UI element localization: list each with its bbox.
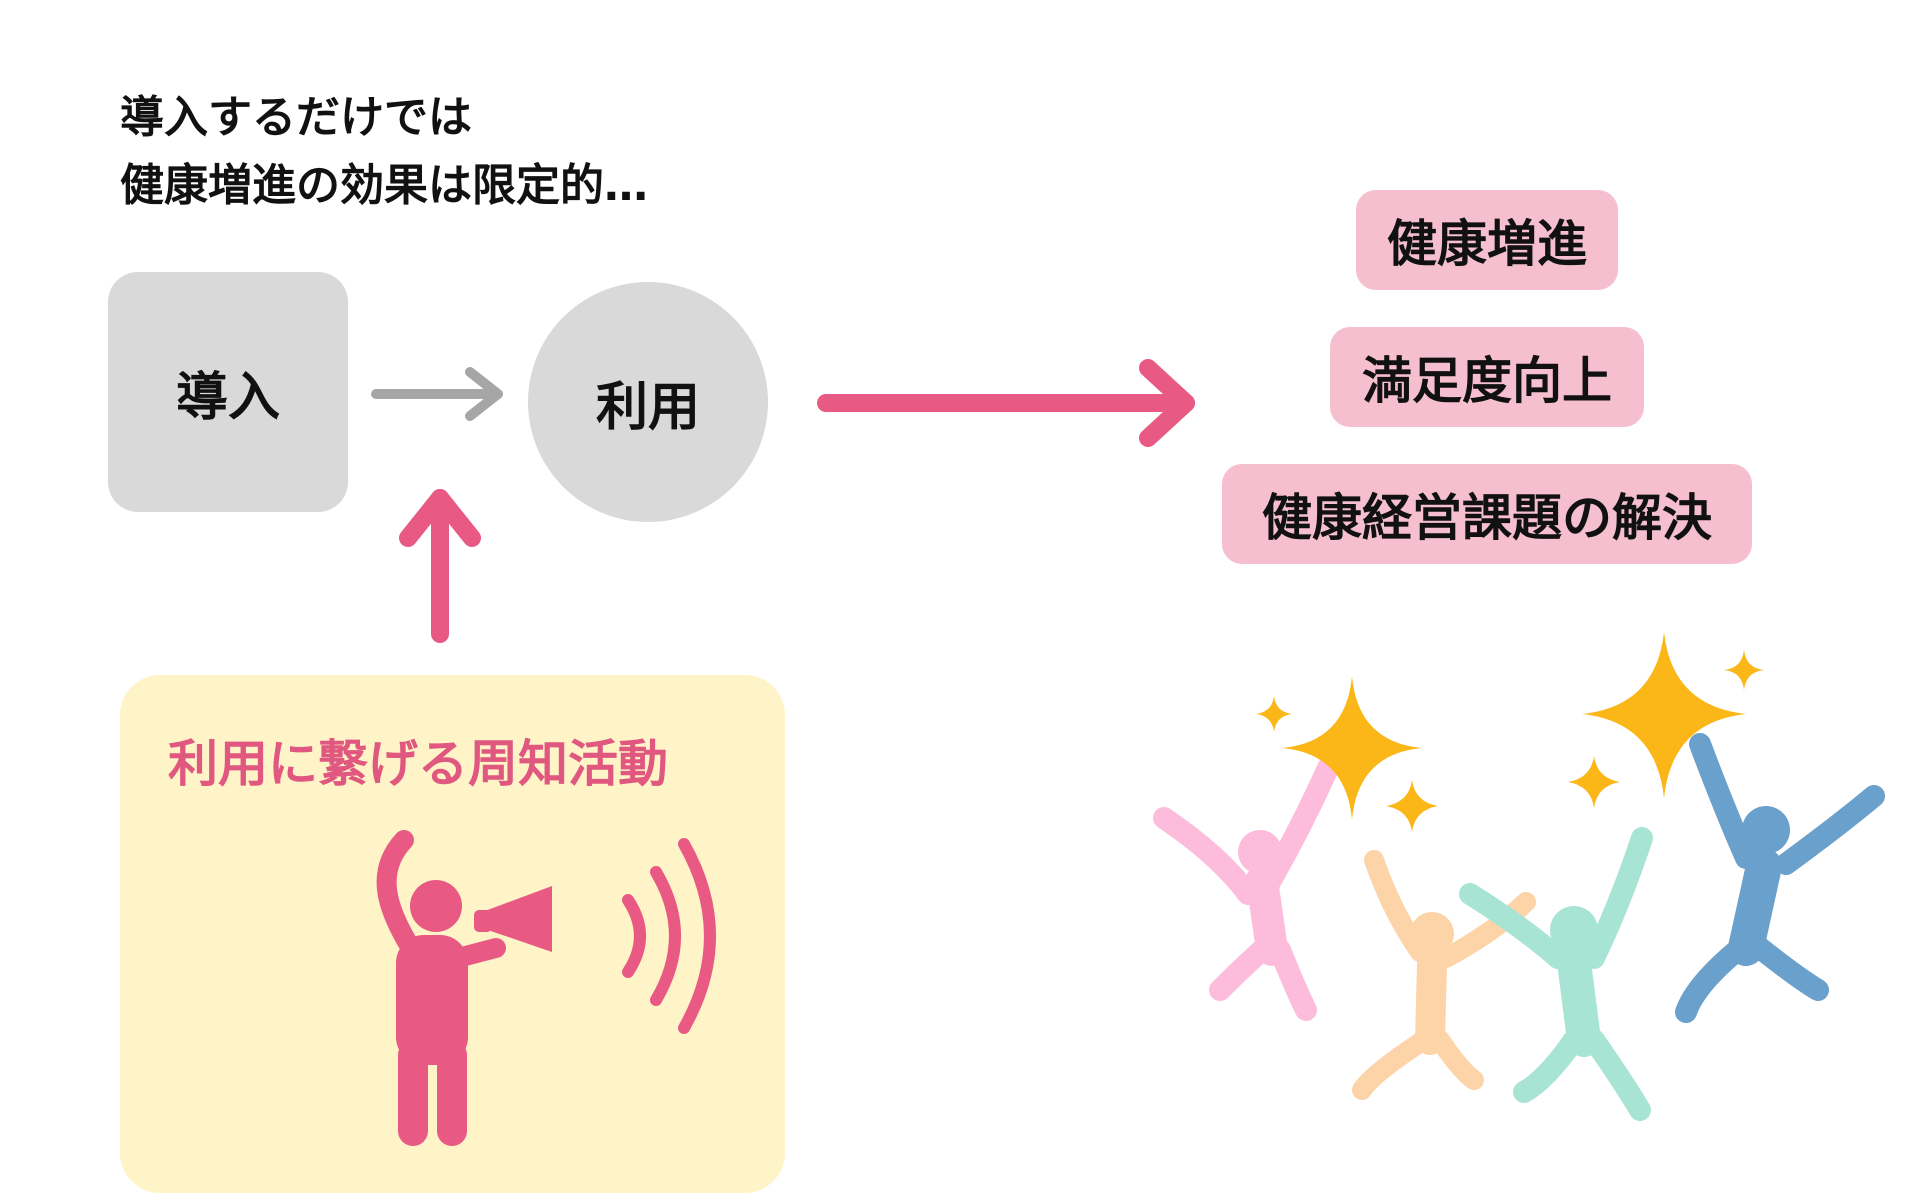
intro-box: 導入 xyxy=(108,272,348,512)
intro-note-line2: 健康増進の効果は限定的… xyxy=(120,160,648,211)
outcome-label: 満足度向上 xyxy=(1362,352,1612,410)
outcome-health-management: 健康経営課題の解決 xyxy=(1222,464,1752,564)
outcome-label: 健康増進 xyxy=(1387,215,1587,273)
sound-waves-icon xyxy=(622,838,716,1034)
intro-note: 導入するだけでは 健康増進の効果は限定的… xyxy=(120,84,648,220)
use-circle-label: 利用 xyxy=(595,377,700,438)
sparkle-icon xyxy=(1256,632,1764,832)
outcome-satisfaction: 満足度向上 xyxy=(1330,327,1644,427)
person-peach-icon xyxy=(1352,850,1536,1100)
promotion-title: 利用に繋げる周知活動 xyxy=(168,735,668,793)
megaphone-person-icon xyxy=(376,830,552,1146)
use-circle: 利用 xyxy=(528,282,768,522)
person-blue-icon xyxy=(1675,733,1885,1023)
intro-box-label: 導入 xyxy=(175,367,280,428)
person-mint-icon xyxy=(1459,827,1653,1121)
intro-note-line1: 導入するだけでは xyxy=(120,92,472,143)
pink-arrow-up-icon xyxy=(399,489,481,643)
outcome-health-promotion: 健康増進 xyxy=(1356,190,1618,290)
person-pink-icon xyxy=(1153,757,1339,1021)
pink-arrow-right-icon xyxy=(817,359,1195,447)
celebrating-people-icon xyxy=(1153,733,1885,1121)
outcome-label: 健康経営課題の解決 xyxy=(1262,489,1712,547)
gray-arrow-icon xyxy=(371,367,503,421)
